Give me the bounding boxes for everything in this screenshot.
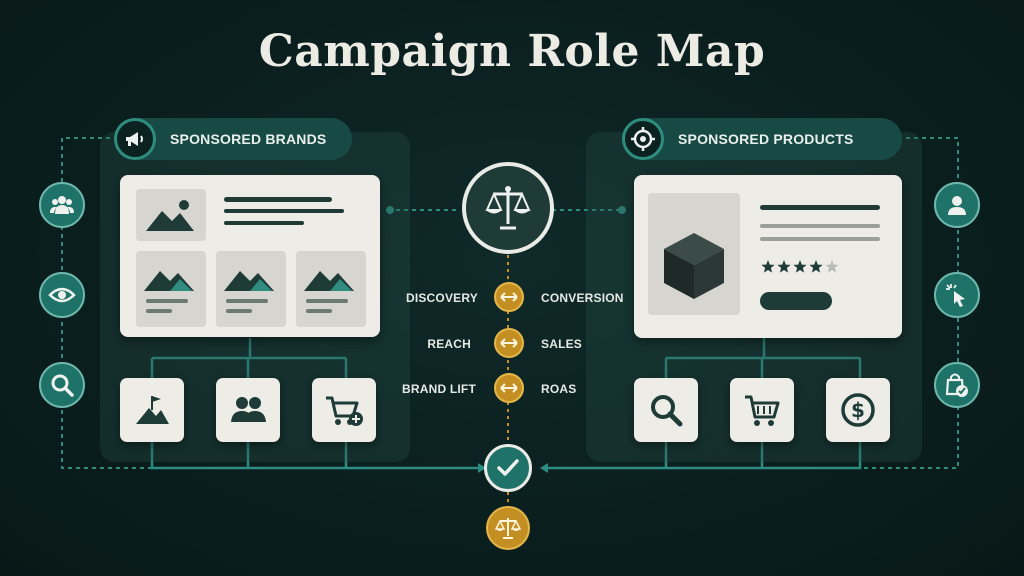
rating-stars: [761, 260, 839, 273]
bidirectional-arrow-icon: [494, 282, 524, 312]
buy-button[interactable]: [760, 292, 832, 310]
text-line: [760, 224, 880, 228]
metric-reach: REACH: [427, 337, 471, 351]
sponsored-brands-header[interactable]: SPONSORED BRANDS: [114, 118, 352, 160]
star-filled-icon: [809, 260, 823, 273]
headline-line: [224, 197, 332, 202]
star-filled-icon: [761, 260, 775, 273]
audience-icon[interactable]: [39, 182, 85, 228]
shopping-bag-check-icon[interactable]: [934, 362, 980, 408]
search-icon[interactable]: [39, 362, 85, 408]
page-title: Campaign Role Map: [258, 26, 766, 77]
sponsored-brands-label: SPONSORED BRANDS: [170, 131, 327, 147]
product-box-icon: [648, 193, 740, 315]
cart-icon[interactable]: [730, 378, 794, 442]
star-empty-icon: [825, 260, 839, 273]
metric-brand-lift: BRAND LIFT: [402, 382, 476, 396]
search-icon[interactable]: [634, 378, 698, 442]
target-icon: [622, 118, 664, 160]
metric-conversion: CONVERSION: [541, 291, 624, 305]
metric-discovery: DISCOVERY: [405, 291, 478, 305]
sponsored-brands-ad-card: [120, 175, 380, 337]
people-icon[interactable]: [216, 378, 280, 442]
bidirectional-arrow-icon: [494, 373, 524, 403]
scales-icon[interactable]: [462, 162, 554, 254]
sponsored-products-ad-card: [634, 175, 902, 338]
cart-plus-icon[interactable]: [312, 378, 376, 442]
sponsored-products-label: SPONSORED PRODUCTS: [678, 131, 854, 147]
sponsored-products-header[interactable]: SPONSORED PRODUCTS: [622, 118, 902, 160]
dollar-icon[interactable]: $: [826, 378, 890, 442]
image-placeholder-icon: [136, 189, 206, 241]
headline-line: [760, 205, 880, 210]
check-icon[interactable]: [484, 444, 532, 492]
text-line: [224, 221, 304, 225]
product-thumb: [216, 251, 286, 327]
metric-sales: SALES: [541, 337, 583, 351]
text-line: [760, 237, 880, 241]
metric-roas: ROAS: [541, 382, 577, 396]
text-line: [224, 209, 344, 213]
eye-icon[interactable]: [39, 272, 85, 318]
svg-text:$: $: [851, 398, 865, 422]
star-filled-icon: [777, 260, 791, 273]
flag-mountain-icon[interactable]: [120, 378, 184, 442]
cursor-click-icon[interactable]: [934, 272, 980, 318]
scales-small-icon[interactable]: [486, 506, 530, 550]
product-thumb: [296, 251, 366, 327]
star-filled-icon: [793, 260, 807, 273]
bidirectional-arrow-icon: [494, 328, 524, 358]
user-icon[interactable]: [934, 182, 980, 228]
product-thumb: [136, 251, 206, 327]
megaphone-icon: [114, 118, 156, 160]
